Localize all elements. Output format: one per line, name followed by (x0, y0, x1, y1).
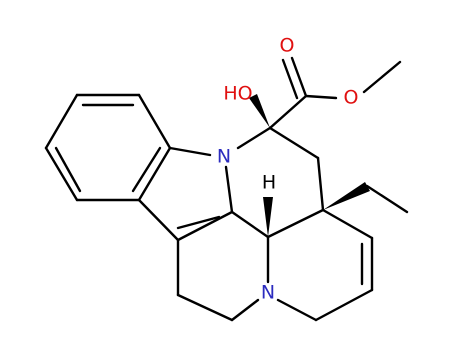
ester-group (268, 56, 402, 130)
carbonyl-oxygen-label: O (280, 35, 295, 57)
benzene-ring (44, 93, 172, 202)
hydroxyl-wedge-bond (249, 94, 270, 128)
ethyl-wedge-bond (323, 182, 370, 210)
stereo-hydrogen-label: H (262, 172, 276, 194)
pyrrole-ring (137, 146, 234, 242)
ethyl-bond (365, 184, 409, 214)
indole-nitrogen-label: N (217, 146, 231, 168)
piperidine-ring (176, 210, 270, 322)
amine-nitrogen-label: N (261, 282, 275, 304)
dihydropyridine-ring (266, 208, 374, 322)
upper-ring (236, 126, 325, 212)
stereo-h-wedge-bond (263, 197, 273, 237)
hydroxyl-label: HO (223, 83, 252, 105)
ester-oxygen-label: O (344, 87, 359, 109)
